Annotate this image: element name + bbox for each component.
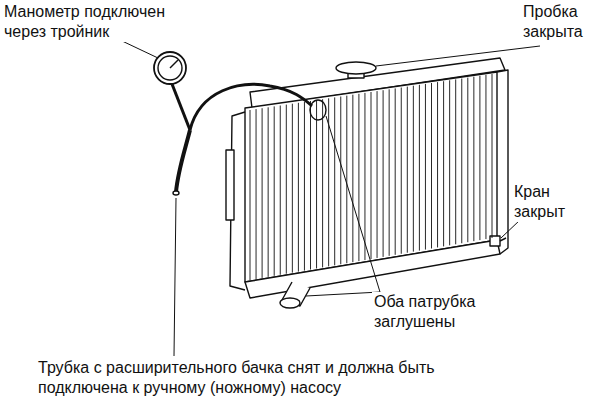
core-tube	[334, 97, 335, 265]
leader-line	[120, 40, 158, 58]
leader-line	[326, 116, 380, 292]
core-tube	[437, 82, 438, 247]
filler-cap	[336, 62, 376, 74]
side-bracket	[226, 150, 234, 220]
core-tube	[358, 94, 359, 261]
core-tube	[455, 79, 456, 244]
core-tube	[280, 106, 281, 275]
side-bracket	[497, 70, 508, 254]
outlet-pipe	[280, 298, 300, 308]
callout-label: Кран закрыт	[512, 182, 588, 222]
drain-tap	[490, 236, 500, 246]
callout-label: Трубка с расширительного бачка снят и до…	[36, 358, 445, 398]
core-tube	[310, 101, 311, 270]
pressure-gauge	[158, 56, 182, 80]
core-tube	[377, 91, 378, 258]
core-tube	[443, 81, 444, 246]
core-tube	[316, 100, 317, 268]
core-tube	[413, 86, 414, 252]
core-tube	[401, 88, 402, 254]
core-tubes	[250, 74, 492, 280]
core-tube	[395, 88, 396, 254]
pressure-gauge	[154, 52, 186, 84]
core-tube	[352, 95, 353, 262]
leader-line	[174, 198, 176, 356]
drain-tap	[500, 238, 506, 241]
core-tube	[492, 74, 493, 238]
gauge-needle	[170, 60, 178, 68]
core-tube	[262, 108, 263, 278]
core-tube	[322, 99, 323, 267]
core-tube	[425, 84, 426, 250]
core-tube	[286, 105, 287, 274]
core-tube	[473, 77, 474, 241]
core-tube	[371, 92, 372, 259]
callout-label: Манометр подключен через тройник	[2, 2, 181, 42]
callout-label: Оба патрубка заглушены	[372, 292, 501, 332]
gauge-stem	[172, 84, 190, 130]
leader-line	[501, 220, 520, 238]
core-tube	[268, 107, 269, 277]
inlet-pipe	[310, 100, 326, 120]
callout-label: Пробка закрыта	[521, 2, 597, 42]
leader-line	[376, 46, 540, 66]
core-tube	[292, 104, 293, 273]
core-tube	[298, 103, 299, 272]
core-tube	[431, 83, 432, 249]
core-tube	[383, 90, 384, 257]
leader-line	[306, 292, 380, 296]
core-tube	[364, 93, 365, 260]
core-tube	[304, 102, 305, 271]
core-tube	[479, 76, 480, 240]
core-tube	[449, 80, 450, 245]
leader-lines	[120, 40, 540, 356]
core-tube	[407, 87, 408, 253]
core-tube	[346, 96, 347, 264]
core-tube	[274, 106, 275, 275]
core-tube	[389, 89, 390, 256]
core-tube	[256, 109, 257, 279]
core-tube	[467, 78, 468, 243]
core-tube	[250, 110, 251, 280]
core-tube	[485, 75, 486, 239]
core-tube	[340, 97, 341, 265]
pump-tube	[176, 130, 190, 192]
pump-tube	[173, 191, 179, 195]
hose	[190, 84, 312, 130]
core-tube	[461, 79, 462, 244]
core-tube	[419, 85, 420, 251]
